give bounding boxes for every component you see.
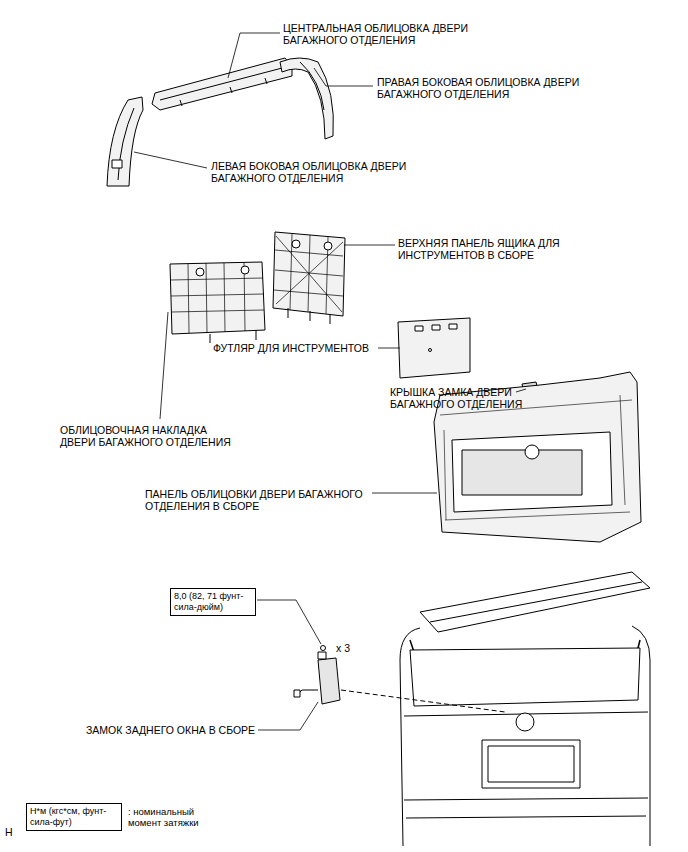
part-name: ЗАМОК ЗАДНЕГО ОКНА В СБОРЕ xyxy=(86,724,255,736)
quantity-note: x 3 xyxy=(336,642,350,654)
part-name: ФУТЛЯР ДЛЯ ИНСТРУМЕНТОВ xyxy=(213,342,369,354)
box-text: 8,0 (82, 71 фунт-сила-дюйм) xyxy=(174,591,252,613)
part-name: ПАНЕЛЬ ОБЛИЦОВКИ ДВЕРИ БАГАЖНОГО ОТДЕЛЕН… xyxy=(145,488,390,512)
torque-box: 8,0 (82, 71 фунт-сила-дюйм) xyxy=(170,588,256,616)
page-mark: H xyxy=(5,826,13,838)
unit-box: Н*м (кгс*см, фунт-сила-фут) xyxy=(26,803,122,831)
part-name: ПРАВАЯ БОКОВАЯ ОБЛИЦОВКА ДВЕРИ БАГАЖНОГО… xyxy=(377,76,612,100)
part-name: ОБЛИЦОВОЧНАЯ НАКЛАДКА ДВЕРИ БАГАЖНОГО ОТ… xyxy=(60,424,240,448)
part-name: ВЕРХНЯЯ ПАНЕЛЬ ЯЩИКА ДЛЯ ИНСТРУМЕНТОВ В … xyxy=(398,237,598,261)
part-name: КРЫШКА ЗАМКА ДВЕРИ БАГАЖНОГО ОТДЕЛЕНИЯ xyxy=(390,386,550,410)
part-name: ЦЕНТРАЛЬНАЯ ОБЛИЦОВКА ДВЕРИ БАГАЖНОГО ОТ… xyxy=(283,22,498,46)
legend-text: : номинальный момент затяжки xyxy=(128,806,224,828)
box-text: Н*м (кгс*см, фунт-сила-фут) xyxy=(30,806,118,828)
part-name: ЛЕВАЯ БОКОВАЯ ОБЛИЦОВКА ДВЕРИ БАГАЖНОГО … xyxy=(211,160,441,184)
